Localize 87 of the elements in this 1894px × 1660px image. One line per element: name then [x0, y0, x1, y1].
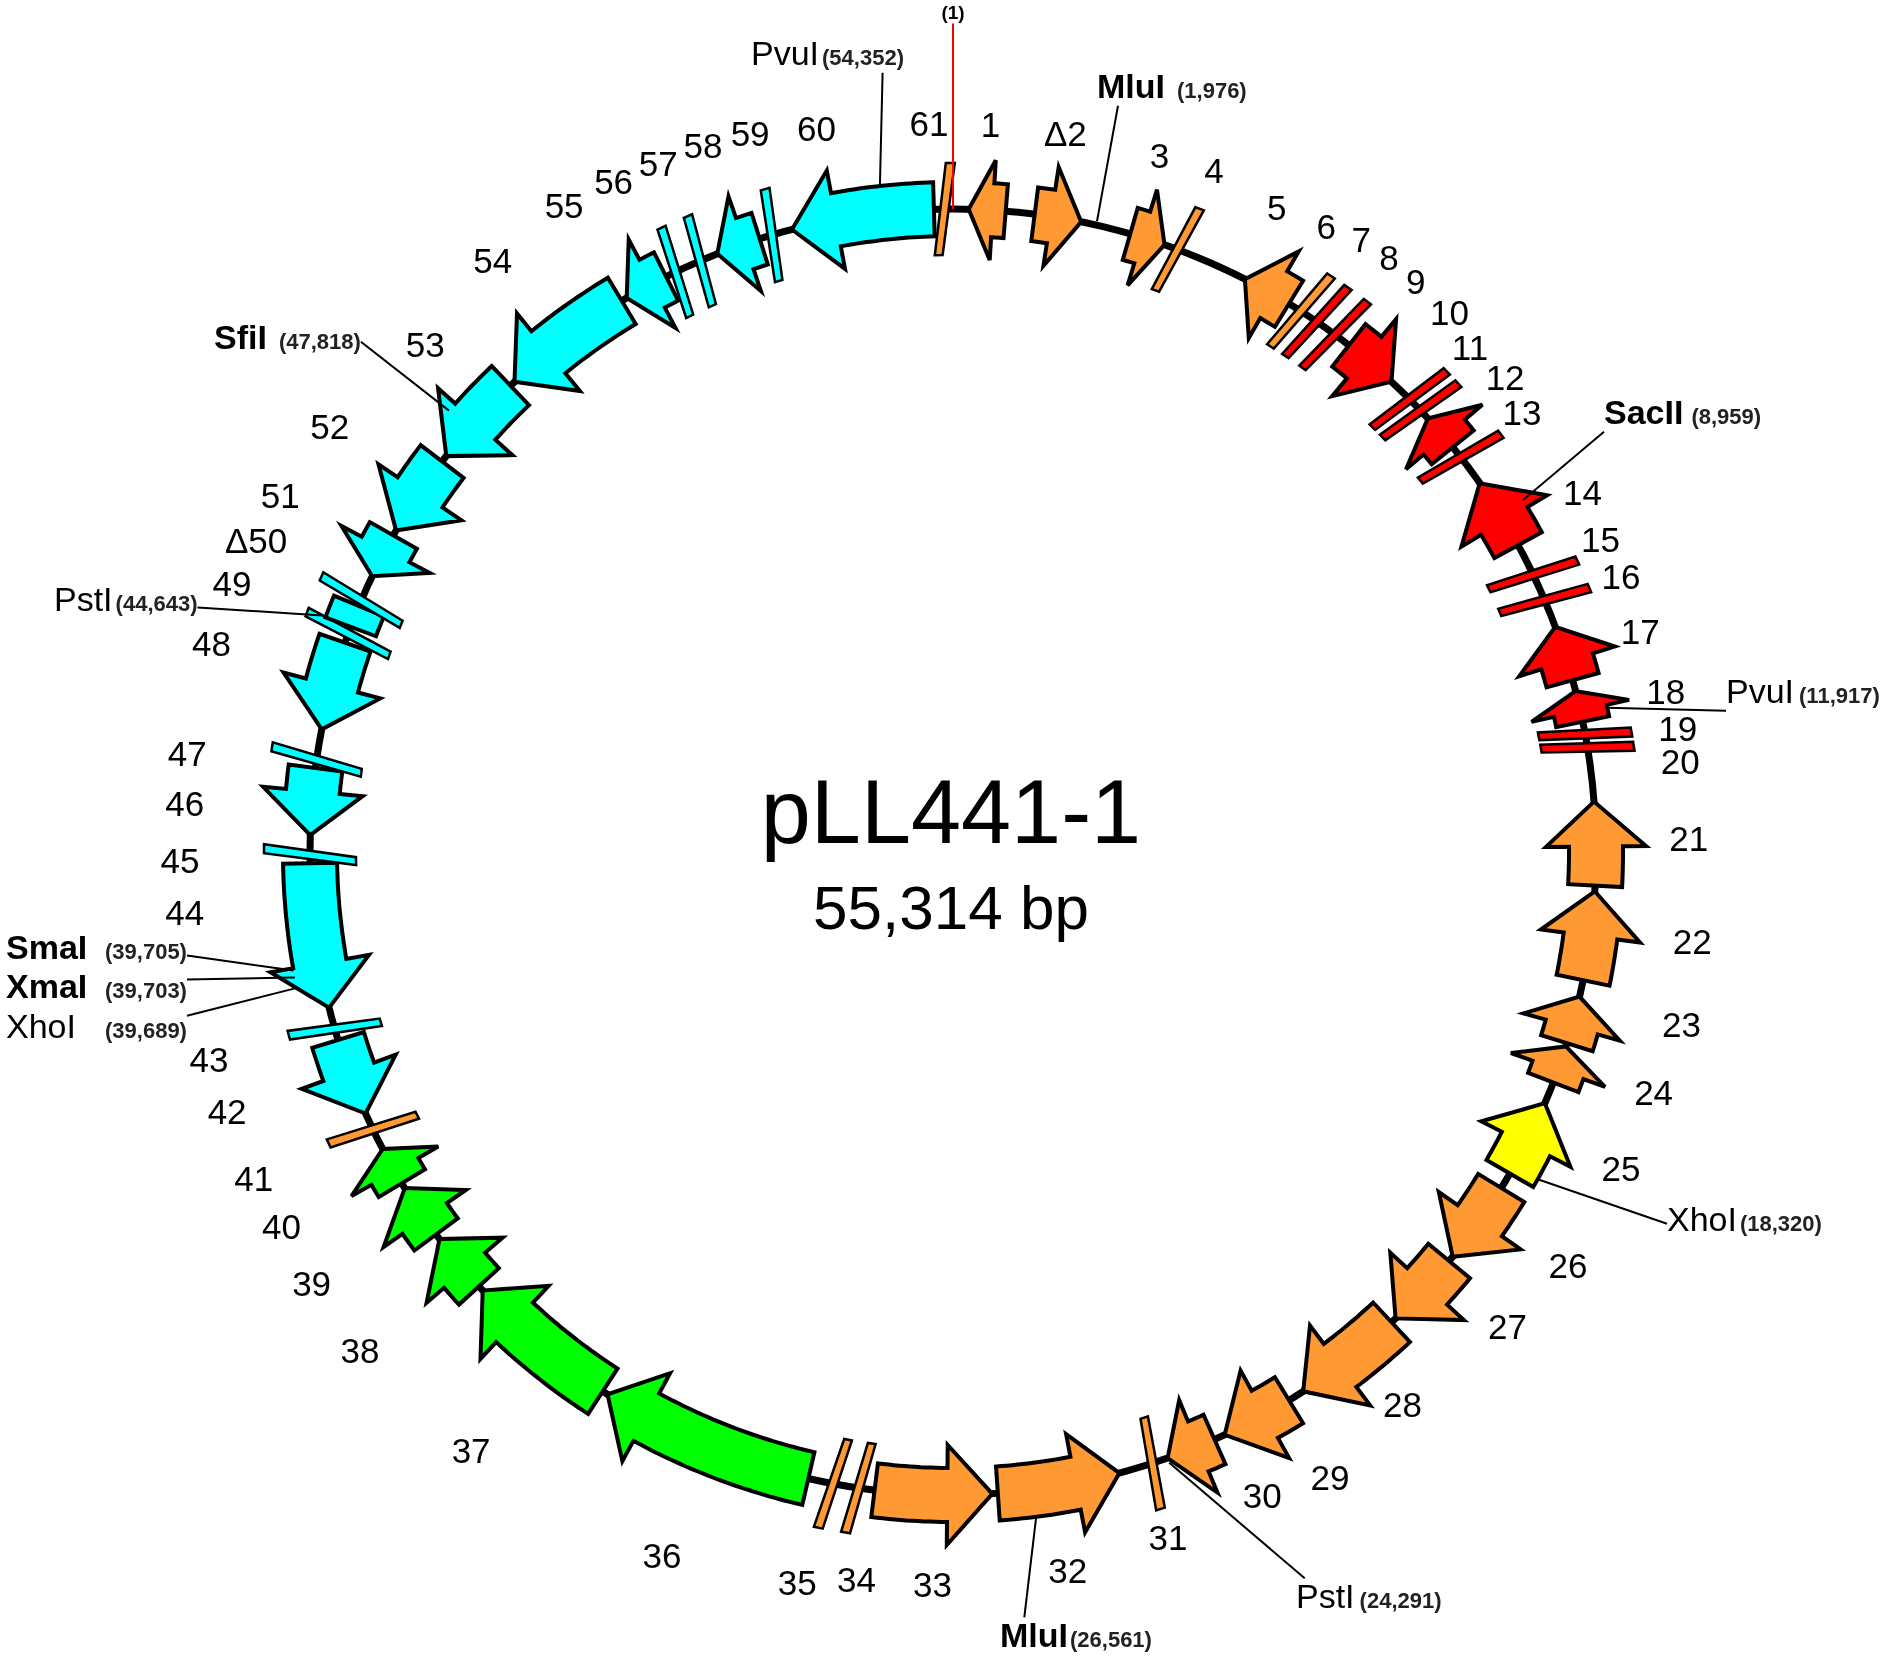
gene-number-label: 15 — [1581, 521, 1620, 557]
gene-number-label: Δ50 — [224, 522, 288, 558]
gene-number-label: 37 — [451, 1432, 491, 1467]
leader-line — [952, 22, 954, 210]
gene-number-label: 4 — [1204, 152, 1224, 188]
gene-number-label: Δ2 — [1043, 115, 1087, 151]
gene-number-label: 20 — [1660, 743, 1700, 779]
gene-number-label: 26 — [1548, 1247, 1588, 1283]
gene-number-label: 32 — [1048, 1552, 1088, 1588]
leader-line — [1096, 104, 1119, 223]
gene-number-label: 9 — [1405, 263, 1426, 299]
gene-number-label: 58 — [683, 127, 723, 163]
gene-number-label: 13 — [1502, 394, 1542, 430]
gene-number-label: 56 — [594, 163, 634, 199]
gene-number-label: 39 — [292, 1265, 332, 1301]
gene-number-label: 29 — [1310, 1459, 1350, 1495]
gene-number-label: 40 — [261, 1208, 301, 1244]
gene-number-label: 47 — [167, 735, 207, 770]
restriction-site-label: PvuI(54,352) — [751, 35, 904, 73]
plasmid-size-label: 55,314 bp — [813, 872, 1089, 945]
leader-line — [1023, 1515, 1038, 1619]
gene-number-label: 10 — [1430, 294, 1469, 330]
gene-number-label: 35 — [777, 1564, 817, 1600]
gene-number-label: 5 — [1267, 189, 1287, 225]
restriction-site-label: PvuI(11,917) — [1726, 673, 1880, 711]
leader-line — [196, 606, 323, 617]
gene-number-label: 43 — [189, 1041, 229, 1077]
restriction-site-label: SmaI (39,705) — [6, 929, 187, 967]
origin-position-label: (1) — [941, 2, 965, 24]
leader-line — [1606, 706, 1727, 712]
leader-line — [186, 954, 295, 972]
gene-number-label: 18 — [1646, 673, 1686, 709]
gene-number-label: 27 — [1488, 1308, 1527, 1344]
restriction-site-label: PstI(24,291) — [1296, 1578, 1442, 1616]
gene-number-label: 8 — [1379, 239, 1399, 275]
restriction-site-label: PstI(44,643) — [54, 581, 198, 619]
gene-number-label: 54 — [473, 242, 513, 278]
gene-number-label: 46 — [165, 785, 205, 821]
restriction-site-label: MluI (1,976) — [1097, 68, 1247, 106]
leader-line — [1522, 430, 1605, 501]
gene-number-label: 60 — [797, 110, 836, 146]
gene-number-label: 55 — [544, 187, 584, 223]
gene-number-label: 30 — [1242, 1477, 1282, 1513]
gene-number-label: 44 — [165, 894, 205, 930]
gene-number-label: 41 — [234, 1160, 274, 1196]
gene-number-label: 33 — [913, 1566, 952, 1602]
gene-number-label: 21 — [1669, 820, 1709, 856]
leader-line — [186, 976, 296, 981]
restriction-site-label: XmaI (39,703) — [6, 968, 187, 1006]
gene-number-label: 34 — [836, 1561, 876, 1597]
gene-number-label: 6 — [1316, 208, 1337, 244]
leader-line — [1536, 1178, 1668, 1225]
gene-number-label: 1 — [980, 106, 1001, 142]
gene-number-label: 16 — [1601, 558, 1641, 594]
gene-number-label: 7 — [1351, 221, 1372, 257]
restriction-site-label: XhoI(18,320) — [1667, 1201, 1822, 1239]
gene-number-label: 25 — [1601, 1150, 1641, 1186]
gene-number-label: 51 — [260, 477, 300, 513]
gene-number-label: 38 — [340, 1332, 380, 1368]
gene-number-label: 14 — [1562, 474, 1602, 510]
gene-number-label: 61 — [909, 105, 949, 141]
gene-number-label: 42 — [207, 1093, 247, 1129]
gene-number-label: 52 — [310, 408, 350, 444]
plasmid-name-title: pLL441-1 — [760, 760, 1142, 864]
gene-number-label: 24 — [1634, 1074, 1674, 1110]
restriction-site-label: SfiI (47,818) — [214, 319, 361, 357]
gene-number-label: 48 — [191, 625, 231, 661]
restriction-site-label: SacII (8,959) — [1604, 394, 1762, 432]
leader-line — [1168, 1461, 1306, 1580]
gene-number-label: 53 — [405, 326, 445, 362]
gene-number-label: 59 — [730, 115, 770, 151]
gene-number-label: 57 — [638, 145, 678, 181]
gene-number-label: 31 — [1148, 1519, 1188, 1554]
leader-line — [186, 986, 298, 1017]
leader-line — [359, 340, 450, 412]
gene-number-label: 45 — [160, 842, 200, 878]
gene-number-label: 22 — [1672, 923, 1712, 959]
gene-number-label: 23 — [1661, 1006, 1701, 1042]
gene-number-label: 3 — [1149, 137, 1170, 173]
gene-number-label: 36 — [642, 1537, 682, 1573]
restriction-site-label: XhoI (39,689) — [6, 1008, 187, 1046]
gene-number-label: 19 — [1658, 710, 1698, 746]
leader-line — [878, 71, 884, 187]
gene-number-label: 28 — [1382, 1386, 1422, 1422]
gene-number-label: 17 — [1620, 613, 1660, 648]
gene-number-label: 49 — [212, 565, 252, 601]
restriction-site-label: MluI(26,561) — [1000, 1617, 1152, 1655]
